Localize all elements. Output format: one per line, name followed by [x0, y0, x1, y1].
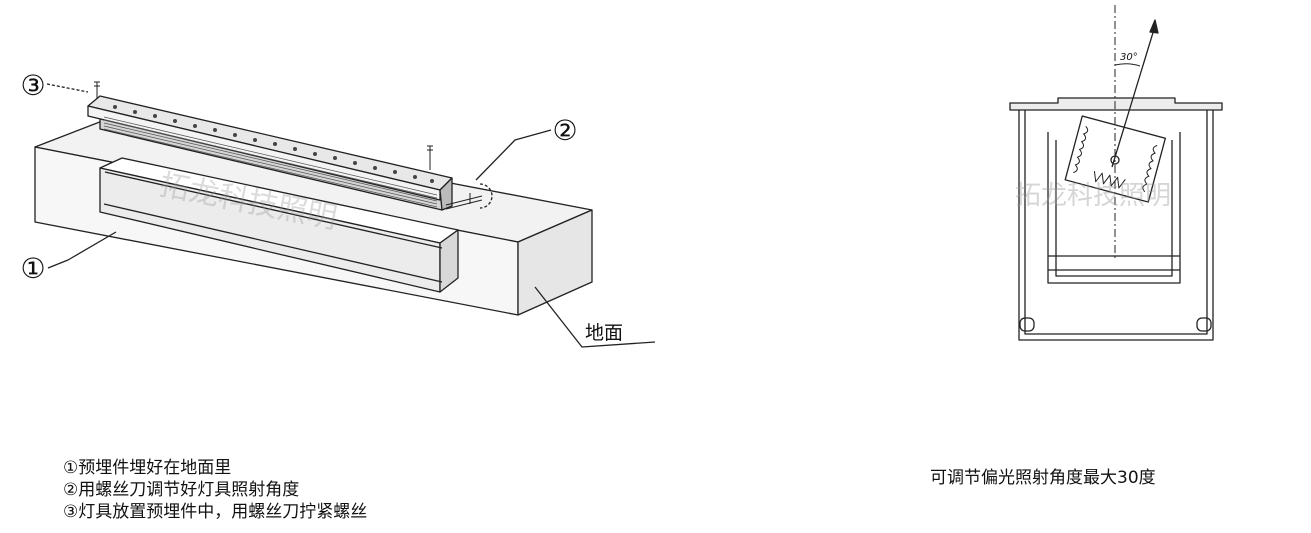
ground-leader [534, 286, 656, 348]
caption-step-3: ③灯具放置预埋件中，用螺丝刀拧紧螺丝 [63, 502, 368, 522]
caption-step-2: ②用螺丝刀调节好灯具照射角度 [63, 480, 300, 500]
callout-3: ③ [20, 69, 45, 102]
angle-arc [1114, 63, 1141, 67]
screw-right [427, 145, 433, 170]
embedded-channel [99, 157, 459, 293]
watermark-right: 拓龙科技照明 [1015, 181, 1171, 211]
rotation-arrow [479, 183, 493, 209]
caption-angle: 可调节偏光照射角度最大30度 [930, 468, 1156, 488]
screw-left [94, 81, 100, 99]
caption-step-1: ①预埋件埋好在地面里 [63, 458, 232, 478]
heatsink-fins [103, 116, 438, 208]
callout-2: ② [552, 114, 577, 147]
adjustment-screw [445, 193, 483, 210]
beam-arrowhead [1149, 19, 1159, 34]
leader-2 [475, 129, 552, 181]
beam-direction [1111, 25, 1156, 168]
leader-1 [47, 231, 117, 269]
led-beads [113, 105, 434, 183]
leader-3 [46, 83, 89, 93]
ground-label: 地面 [585, 322, 623, 344]
cross-section [1009, 97, 1223, 341]
angle-label: 30° [1120, 52, 1138, 63]
callout-1: ① [20, 252, 45, 285]
